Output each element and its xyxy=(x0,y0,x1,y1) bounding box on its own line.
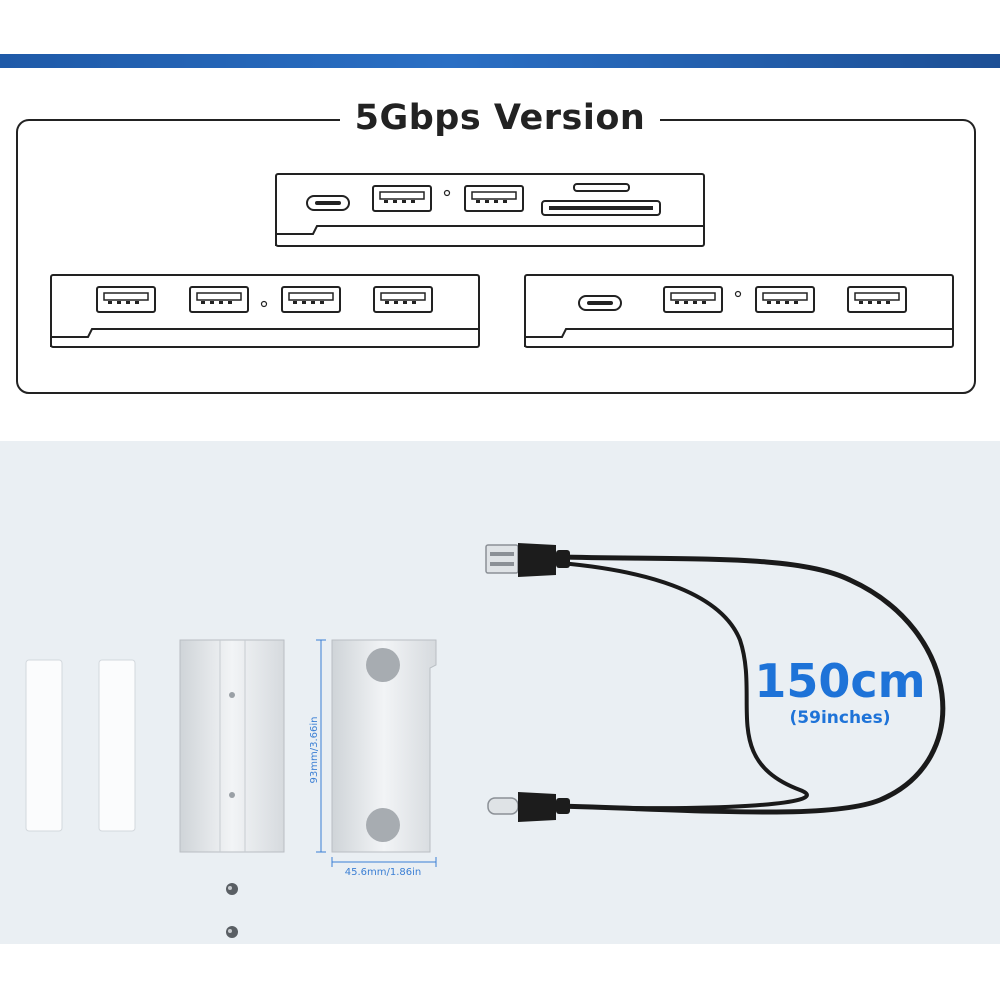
screw-icon xyxy=(226,926,238,938)
hub-top xyxy=(275,173,705,247)
usb-c-plug-icon xyxy=(487,792,570,822)
dimension-lines xyxy=(316,639,437,867)
microsd-slot-icon xyxy=(573,183,630,192)
screw-icon xyxy=(226,883,238,895)
led-indicator-icon xyxy=(443,189,451,197)
version-title: 5Gbps Version xyxy=(340,96,660,140)
bracket-height-label: 93mm/3.66in xyxy=(309,716,320,784)
bracket-width-label: 45.6mm/1.86in xyxy=(344,867,422,878)
adhesive-pad xyxy=(98,659,136,832)
usb-cable xyxy=(485,543,946,822)
adhesive-pad xyxy=(25,659,63,832)
cable-length: 150cm xyxy=(754,654,926,708)
top-accent-bar xyxy=(0,54,1000,68)
mounting-bracket-front xyxy=(179,639,285,853)
cable-length-imperial: (59inches) xyxy=(789,708,891,728)
accessories-panel xyxy=(0,441,1000,944)
usb-a-plug-icon xyxy=(485,543,570,577)
bottom-margin xyxy=(0,944,1000,1000)
hub-left xyxy=(50,274,480,348)
hub-right xyxy=(524,274,954,348)
mounting-bracket-back xyxy=(331,639,437,853)
